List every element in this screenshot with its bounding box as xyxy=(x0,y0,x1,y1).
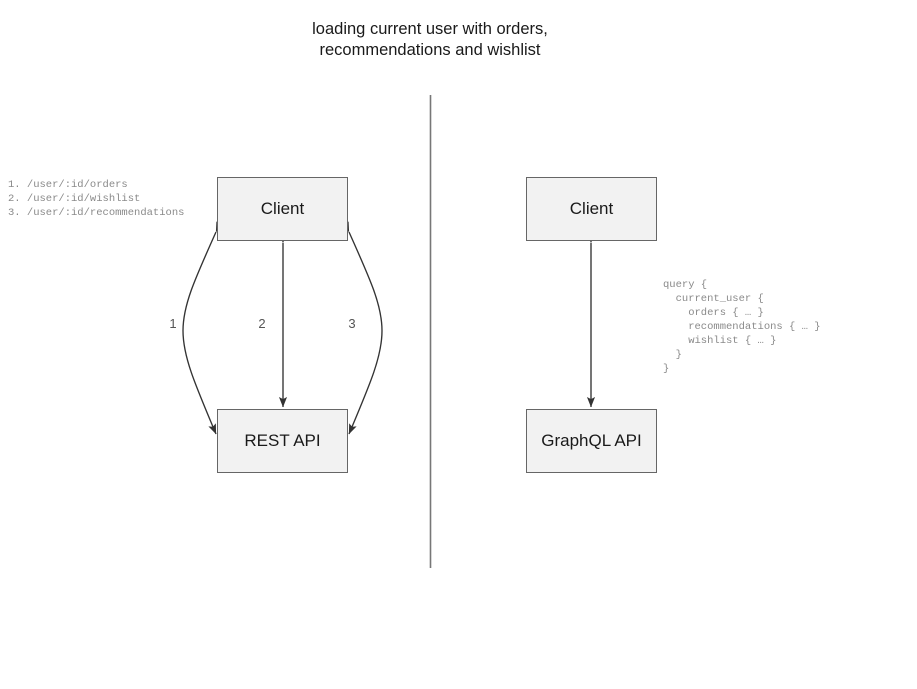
node-client-graphql[interactable]: Client xyxy=(526,177,657,241)
edge-label-2: 2 xyxy=(258,316,266,331)
node-client-rest[interactable]: Client xyxy=(217,177,348,241)
node-client-graphql-label: Client xyxy=(569,199,614,218)
node-graphql-api-label: GraphQL API xyxy=(541,431,642,450)
rest-endpoints-note: 1. /user/:id/orders 2. /user/:id/wishlis… xyxy=(8,179,185,219)
node-rest-api[interactable]: REST API xyxy=(217,409,348,473)
diagram-title: loading current user with orders, recomm… xyxy=(312,20,548,59)
edge-1-curve xyxy=(182,221,224,435)
edge-label-3: 3 xyxy=(348,316,356,331)
edge-label-1: 1 xyxy=(169,316,177,331)
node-client-rest-label: Client xyxy=(260,199,305,218)
graphql-query-note: query { current_user { orders { … } reco… xyxy=(663,279,821,375)
node-rest-api-label: REST API xyxy=(244,431,321,450)
edge-3-curve xyxy=(341,221,383,435)
node-graphql-api[interactable]: GraphQL API xyxy=(526,409,657,473)
